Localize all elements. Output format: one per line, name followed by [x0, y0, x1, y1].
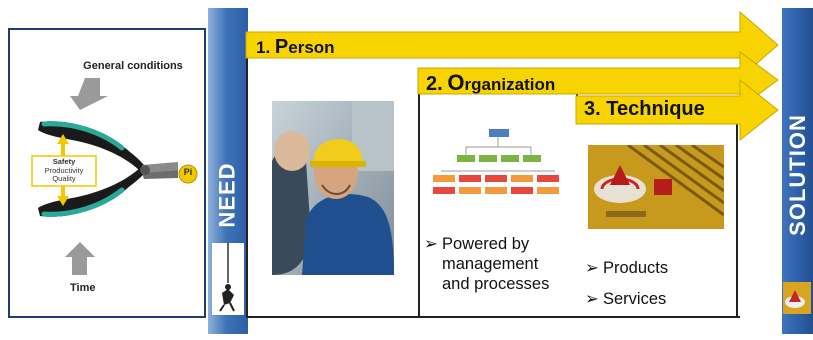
drilling-photo [588, 145, 724, 229]
organization-bullet: ➢Powered by management and processes [424, 234, 549, 294]
time-label: Time [70, 282, 96, 294]
step-technique-title: 3. Technique [584, 98, 705, 121]
pi-logo-text: Pi [183, 167, 193, 177]
step-technique-rest: Technique [606, 98, 705, 120]
org-bullet-line-1: Powered by [442, 235, 530, 253]
arrow-bullet-icon: ➢ [585, 290, 599, 308]
step-technique-number: 3. [584, 98, 601, 120]
step-person-initial: P [274, 36, 289, 58]
hard-hat [312, 139, 362, 163]
upper-handle [38, 121, 146, 173]
step-person-rest: erson [288, 38, 335, 57]
upper-jaw [142, 162, 178, 173]
arrow-bullet-icon: ➢ [424, 235, 438, 253]
step-organization-number: 2. [426, 73, 443, 95]
climber-icon [219, 243, 235, 312]
criteria-productivity: Productivity [44, 165, 84, 175]
products-label: Products [603, 259, 669, 277]
organization-box [418, 90, 578, 318]
arrow-organization [417, 51, 779, 109]
solution-label-wrap: SOLUTION [782, 90, 813, 260]
solution-thumbnail [783, 282, 811, 314]
lower-jaw [142, 170, 178, 179]
pliers-illustration [31, 78, 198, 275]
worker-photo [272, 101, 394, 275]
top-pressure-arrow [70, 78, 108, 110]
lower-handle [38, 166, 146, 217]
org-chart-image [433, 129, 559, 194]
solution-label: SOLUTION [784, 114, 810, 236]
criteria-safety: Safety [52, 157, 76, 166]
pliers-panel: General conditions Time Safety Productiv… [8, 28, 206, 318]
step-person-title: 1. Person [256, 36, 335, 59]
arrow-person [245, 10, 779, 80]
bottom-pressure-arrow [65, 242, 95, 275]
general-conditions-label: General conditions [83, 60, 183, 72]
pivot [140, 165, 150, 175]
technique-bullet-products: ➢Products [585, 258, 668, 278]
criteria-list: Safety Productivity Quality [32, 157, 96, 184]
technique-bullet-services: ➢Services [585, 289, 666, 309]
step-organization-rest: rganization [464, 75, 556, 94]
org-bullet-line-3: and processes [442, 275, 550, 293]
step-person-number: 1. [256, 38, 271, 57]
criteria-quality: Quality [52, 174, 76, 183]
org-bullet-line-2: management [442, 255, 539, 273]
solution-bar [782, 8, 813, 334]
step-organization-initial: O [447, 70, 465, 95]
arrow-bullet-icon: ➢ [585, 259, 599, 277]
criteria-box [31, 155, 97, 187]
arrow-technique [575, 78, 779, 142]
services-label: Services [603, 290, 667, 308]
climber-image [212, 243, 244, 315]
pi-logo [178, 164, 198, 184]
bottom-rule [246, 316, 740, 318]
step-organization-title: 2. Organization [426, 70, 555, 96]
